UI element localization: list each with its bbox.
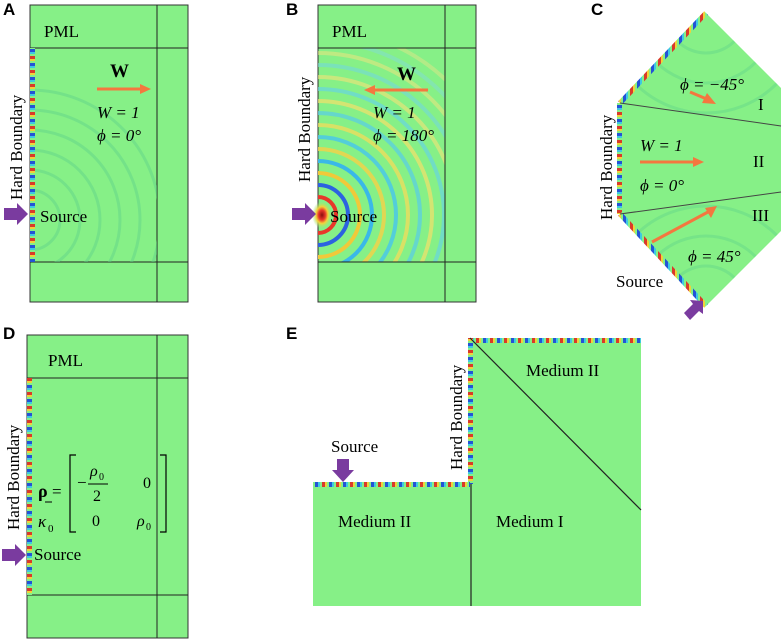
panel-letter-e: E xyxy=(286,324,298,343)
panel-d-m11-num: ρ xyxy=(89,463,98,480)
panel-d-m12: 0 xyxy=(143,475,151,492)
panel-c-region-2: II xyxy=(753,152,765,171)
panel-d-m21: 0 xyxy=(92,513,100,530)
panel-c-phi-bot: ϕ = 45° xyxy=(688,247,741,266)
panel-d-source-arrow xyxy=(2,544,26,566)
panel-d-m22-sub: 0 xyxy=(146,522,151,533)
panel-c-hard-boundary-label: Hard Boundary xyxy=(597,114,616,220)
panel-b-direction-arrowhead xyxy=(364,85,375,95)
panel-b-source-blob xyxy=(312,201,332,229)
panel-c-arrow-bot xyxy=(651,210,709,244)
panel-e-medium-top: Medium II xyxy=(526,361,600,380)
panel-d-rho-symbol: ρ xyxy=(38,481,48,501)
panel-a-source-arrow xyxy=(4,203,28,225)
panel-c-hard-boundary-bottom xyxy=(618,212,708,308)
panel-a-pml-label: PML xyxy=(44,22,79,41)
panel-c-divider-1 xyxy=(619,102,782,127)
panel-c-region-1: I xyxy=(758,95,764,114)
panel-letter-a: A xyxy=(3,0,16,19)
panel-d-left-bracket xyxy=(69,454,76,533)
panel-letter-b: B xyxy=(286,0,299,19)
panel-e-hard-boundary-top xyxy=(470,338,641,343)
panel-d-m11-num-sub: 0 xyxy=(99,472,104,483)
panel-letter-d: D xyxy=(3,324,16,343)
panel-e-source-arrow xyxy=(332,459,354,482)
panel-c-w-eq: W = 1 xyxy=(640,136,683,155)
panel-c-divider-2 xyxy=(619,191,782,215)
panel-c-arrowhead-top xyxy=(702,93,716,104)
panel-e-hard-boundary-left xyxy=(313,482,470,487)
panel-d-hard-boundary-label: Hard Boundary xyxy=(4,424,23,530)
panel-d-m22: ρ xyxy=(136,513,145,530)
panel-d-kappa-sub: 0 xyxy=(48,523,54,535)
panel-a: PML Hard Boundary Source W W = 1 ϕ = 0° xyxy=(4,4,189,303)
panel-a-w-eq: W = 1 xyxy=(97,103,140,122)
panel-c-source-arrow xyxy=(684,300,703,320)
panel-letter-c: C xyxy=(591,0,604,19)
panel-e-medium-right: Medium I xyxy=(496,512,564,531)
panel-b-hard-boundary-label: Hard Boundary xyxy=(295,76,314,182)
panel-c-phi-mid: ϕ = 0° xyxy=(640,176,684,195)
panel-d-pml-label: PML xyxy=(48,351,83,370)
panel-e: Hard Boundary Source Medium II Medium II… xyxy=(313,337,642,606)
panel-a-domain xyxy=(29,4,189,303)
panel-a-hard-boundary-strip xyxy=(30,48,35,262)
panel-c-hard-boundary-left xyxy=(617,103,622,214)
panel-c-arrowhead-mid xyxy=(693,157,704,167)
panel-d-m11-minus: − xyxy=(77,473,87,492)
panel-e-hard-boundary-step xyxy=(468,338,473,484)
panel-a-vector-label: W xyxy=(110,61,129,82)
panel-a-hard-boundary-label: Hard Boundary xyxy=(7,94,26,200)
panel-c-region-3: III xyxy=(752,206,769,225)
panel-c-source-label: Source xyxy=(616,272,663,291)
panel-e-interface-diagonal xyxy=(469,337,642,511)
panel-b-pml-label: PML xyxy=(332,22,367,41)
panel-b: PML Hard Boundary Source W W = 1 ϕ = 180… xyxy=(292,4,477,303)
panel-b-phi-eq: ϕ = 180° xyxy=(373,126,434,145)
panel-a-phi-eq: ϕ = 0° xyxy=(97,126,141,145)
panel-d-hard-boundary-strip xyxy=(27,378,32,595)
panel-d-source-label: Source xyxy=(34,545,81,564)
panel-e-domain xyxy=(313,338,641,606)
panel-b-wavefield xyxy=(318,48,445,262)
panel-d: PML Hard Boundary Source ρ = κ 0 − ρ 0 2… xyxy=(2,334,189,639)
panel-b-source-arrow xyxy=(292,203,316,225)
panel-c-domain xyxy=(620,13,781,306)
panel-c-hard-boundary-top xyxy=(618,11,708,105)
panel-a-source-label: Source xyxy=(40,207,87,226)
panel-c-wavefield xyxy=(620,13,781,306)
panel-d-m11-den: 2 xyxy=(93,488,101,505)
panel-e-medium-left: Medium II xyxy=(338,512,412,531)
panel-c-phi-top: ϕ = −45° xyxy=(680,75,744,94)
panel-c-arrowhead-bot xyxy=(705,206,717,218)
panel-d-right-bracket xyxy=(160,454,167,533)
panel-a-wavefield xyxy=(30,88,157,262)
panel-e-hard-boundary-label: Hard Boundary xyxy=(447,364,466,470)
panel-b-source-label: Source xyxy=(330,207,377,226)
panel-d-equals: = xyxy=(52,482,62,501)
panel-e-source-label: Source xyxy=(331,437,378,456)
panel-c: ϕ = −45° I Hard Boundary W = 1 II ϕ = 0°… xyxy=(597,11,782,320)
panel-a-direction-arrowhead xyxy=(140,84,151,94)
panel-b-w-eq: W = 1 xyxy=(373,103,416,122)
panel-b-vector-label: W xyxy=(397,64,416,85)
panel-d-kappa: κ xyxy=(38,512,47,531)
